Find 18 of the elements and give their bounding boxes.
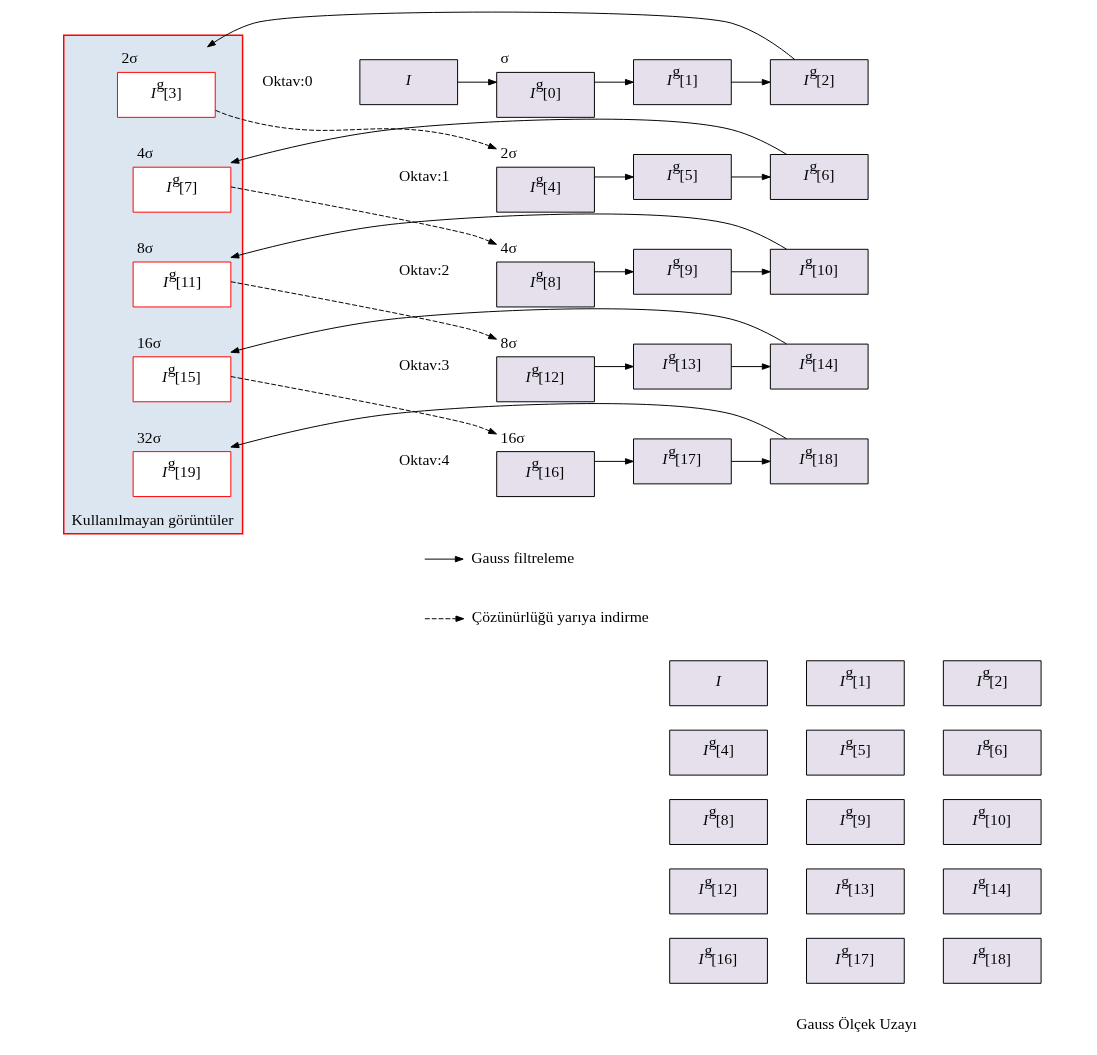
node-label: 4σ [137,144,154,162]
legend-label: Çözünürlüğü yarıya indirme [471,608,649,626]
node-label: 8σ [137,239,154,257]
node-label: 32σ [137,428,162,446]
node-label: 8σ [500,333,517,351]
label: Gauss Ölçek Uzayı [796,1015,917,1033]
label: Oktav:3 [398,356,450,374]
label: Oktav:0 [262,71,313,89]
label: Oktav:2 [398,261,450,279]
node-label: 16σ [137,333,162,351]
node-label: 2σ [121,49,138,67]
node-label: 2σ [500,144,517,162]
label: Oktav:4 [398,451,450,469]
node-label: σ [500,49,510,67]
legend-label: Gauss filtreleme [471,548,575,566]
node-label: 4σ [500,239,517,257]
node-label: 16σ [500,428,525,446]
label: Oktav:1 [398,166,450,184]
